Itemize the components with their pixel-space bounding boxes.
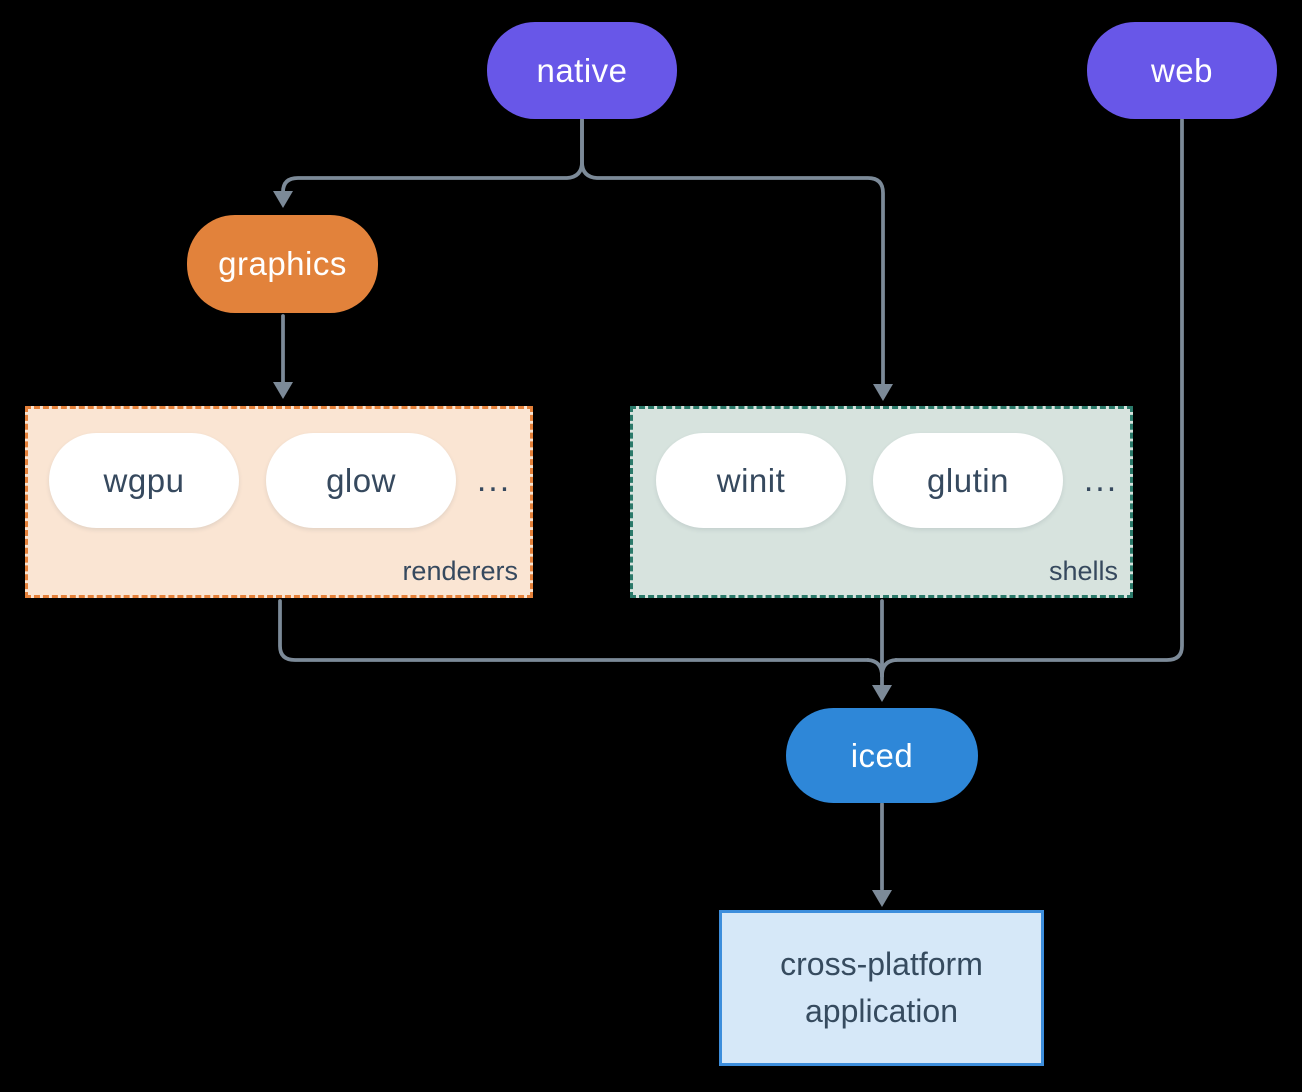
pill-wgpu-label: wgpu [103,461,185,499]
shells-group-label: shells [1048,556,1118,586]
pill-winit-label: winit [716,461,786,499]
arrowhead-renderers [273,382,293,399]
edge-renderers-to-iced [278,599,870,662]
app-label-line2: application [805,993,958,1029]
node-web-label: web [1150,51,1214,89]
arrowhead-app [872,890,892,907]
node-web: web [1087,22,1277,119]
arrowhead-iced [872,685,892,702]
pill-glutin: glutin [873,433,1063,528]
pill-winit: winit [656,433,846,528]
node-cross-platform-application: cross-platform application [719,910,1044,1066]
pill-glutin-label: glutin [927,461,1009,499]
node-native: native [487,22,677,119]
pill-glow-label: glow [326,461,396,499]
renderers-group: wgpu glow ... renderers [25,406,533,598]
node-graphics: graphics [187,215,378,313]
arrowhead-shells [873,384,893,401]
junction-fillet-right [880,658,898,678]
node-iced-label: iced [850,736,914,774]
edge-native-to-shells [580,118,885,386]
pill-glow: glow [266,433,456,528]
node-graphics-label: graphics [218,245,347,282]
junction-fillet-left [866,658,884,678]
renderers-ellipsis-label: ... [476,461,512,499]
shells-ellipsis-label: ... [1083,461,1119,499]
pill-wgpu: wgpu [49,433,239,528]
arrowhead-graphics [273,191,293,208]
node-native-label: native [536,51,628,89]
renderers-group-label: renderers [402,556,518,586]
shells-group: winit glutin ... shells [630,406,1133,598]
edge-native-to-graphics [281,118,584,194]
app-label-line1: cross-platform [780,946,983,982]
node-iced: iced [786,708,978,803]
